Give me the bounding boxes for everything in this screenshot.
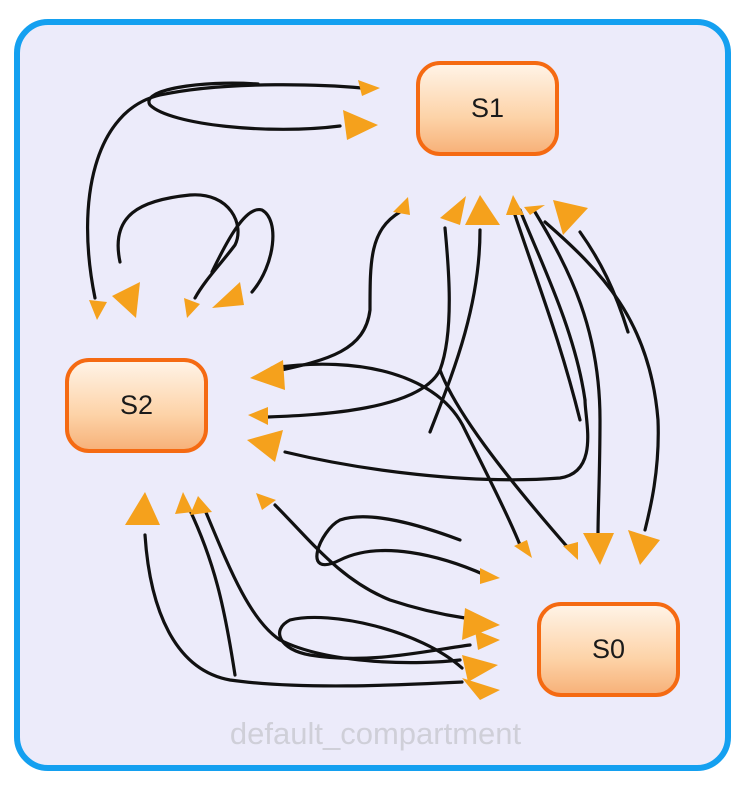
edge xyxy=(270,362,522,547)
arrow-head xyxy=(256,493,276,510)
node-label: S1 xyxy=(470,93,505,123)
state-node-s1[interactable]: S1 xyxy=(416,61,559,156)
edge xyxy=(513,213,582,422)
node-label: S2 xyxy=(119,390,154,420)
arrow-head xyxy=(393,197,410,215)
arrow-head xyxy=(343,110,378,140)
edge xyxy=(183,498,237,677)
node-label: S0 xyxy=(591,634,626,664)
arrow-head xyxy=(440,196,466,225)
arrow-head xyxy=(248,407,268,425)
arrow-head xyxy=(465,195,500,225)
edge xyxy=(533,210,602,537)
edge xyxy=(578,230,630,334)
arrow-head xyxy=(563,542,578,560)
edge xyxy=(518,208,587,402)
edge xyxy=(438,368,572,552)
edge xyxy=(203,508,462,665)
edge xyxy=(543,220,660,532)
arrow-head xyxy=(462,678,500,700)
edge xyxy=(85,83,364,300)
arrow-head xyxy=(524,205,545,215)
arrow-head xyxy=(583,533,614,565)
arrow-head xyxy=(462,608,500,640)
state-node-s0[interactable]: S0 xyxy=(537,602,680,697)
edge xyxy=(283,398,590,482)
edge xyxy=(143,533,464,688)
edge xyxy=(273,503,467,620)
compartment-label: default_compartment xyxy=(229,716,522,751)
arrow-head xyxy=(190,496,212,515)
arrow-head xyxy=(247,430,283,462)
edge xyxy=(270,210,402,374)
arrow-head xyxy=(475,630,500,650)
arrow-head xyxy=(89,300,107,320)
arrow-head xyxy=(175,492,193,514)
arrow-head xyxy=(125,492,160,525)
arrow-head xyxy=(462,655,498,682)
edge xyxy=(315,515,487,577)
edge xyxy=(278,615,472,670)
arrow-head xyxy=(506,195,524,215)
arrow-head xyxy=(184,298,200,318)
arrow-head xyxy=(628,530,660,565)
arrow-head xyxy=(358,80,380,96)
arrow-head xyxy=(480,568,500,584)
edge xyxy=(116,193,240,300)
edge xyxy=(210,208,275,294)
arrow-head xyxy=(514,540,532,558)
edge xyxy=(428,228,482,434)
edge xyxy=(266,226,451,419)
arrow-head xyxy=(212,282,244,308)
arrow-head xyxy=(553,200,588,235)
state-node-s2[interactable]: S2 xyxy=(65,358,208,453)
arrow-head xyxy=(250,360,285,390)
edge xyxy=(147,81,342,131)
arrow-head xyxy=(112,282,140,318)
